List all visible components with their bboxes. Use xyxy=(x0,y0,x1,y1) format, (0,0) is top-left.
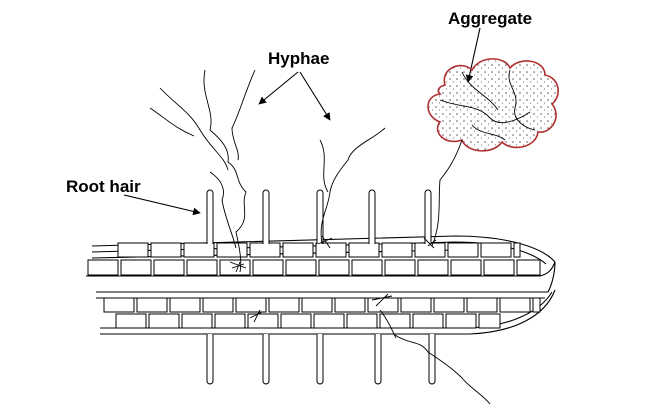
root-upper-layer xyxy=(86,235,556,277)
cell xyxy=(513,242,521,258)
root-hair xyxy=(206,189,214,244)
cell xyxy=(315,242,347,258)
cell xyxy=(301,297,333,313)
label-aggregate: Aggregate xyxy=(448,9,532,28)
root-hair xyxy=(368,189,376,244)
cell xyxy=(381,242,413,258)
cell xyxy=(450,259,482,276)
cell xyxy=(103,297,135,313)
cell xyxy=(445,313,477,329)
cell xyxy=(379,313,411,329)
cell xyxy=(414,242,446,258)
cell xyxy=(183,242,215,258)
cell xyxy=(235,297,267,313)
root-hair xyxy=(424,189,432,244)
cell xyxy=(447,242,479,258)
root-hairs xyxy=(206,189,436,385)
cell xyxy=(87,259,119,276)
cell xyxy=(334,297,366,313)
cell xyxy=(313,313,345,329)
cell xyxy=(216,242,248,258)
cell xyxy=(351,259,383,276)
label-root-hair: Root hair xyxy=(66,177,141,196)
cell xyxy=(150,242,182,258)
cell xyxy=(516,259,541,276)
cell xyxy=(285,259,317,276)
root-hair xyxy=(316,189,324,244)
cell xyxy=(247,313,279,329)
cell xyxy=(120,259,152,276)
cell xyxy=(282,242,314,258)
cell xyxy=(249,242,281,258)
fungal-hyphae xyxy=(149,69,491,405)
cell xyxy=(148,313,180,329)
cell xyxy=(400,297,432,313)
cell xyxy=(480,242,512,258)
root-hair xyxy=(374,334,382,385)
root-hair xyxy=(428,334,436,385)
cell xyxy=(268,297,300,313)
cell xyxy=(181,313,213,329)
root-hair xyxy=(206,334,214,385)
cell xyxy=(483,259,515,276)
root-hair xyxy=(262,334,270,385)
cell xyxy=(169,297,201,313)
cell xyxy=(153,259,185,276)
root-hair xyxy=(316,334,324,385)
cell xyxy=(318,259,350,276)
cell xyxy=(532,297,541,313)
cell xyxy=(384,259,416,276)
cell xyxy=(417,259,449,276)
cell xyxy=(280,313,312,329)
cell xyxy=(136,297,168,313)
root-hair xyxy=(262,189,270,244)
cell xyxy=(115,313,147,329)
cell xyxy=(433,297,465,313)
soil-aggregate xyxy=(427,58,559,152)
cell xyxy=(214,313,246,329)
cell xyxy=(252,259,284,276)
cell xyxy=(466,297,498,313)
cell xyxy=(202,297,234,313)
cell xyxy=(348,242,380,258)
cell xyxy=(346,313,378,329)
cell xyxy=(117,242,149,258)
cell xyxy=(219,259,251,276)
cell xyxy=(478,313,501,329)
cell xyxy=(499,297,531,313)
root-lower-layer xyxy=(96,261,556,335)
label-hyphae: Hyphae xyxy=(268,49,329,68)
cell xyxy=(186,259,218,276)
cell xyxy=(412,313,444,329)
